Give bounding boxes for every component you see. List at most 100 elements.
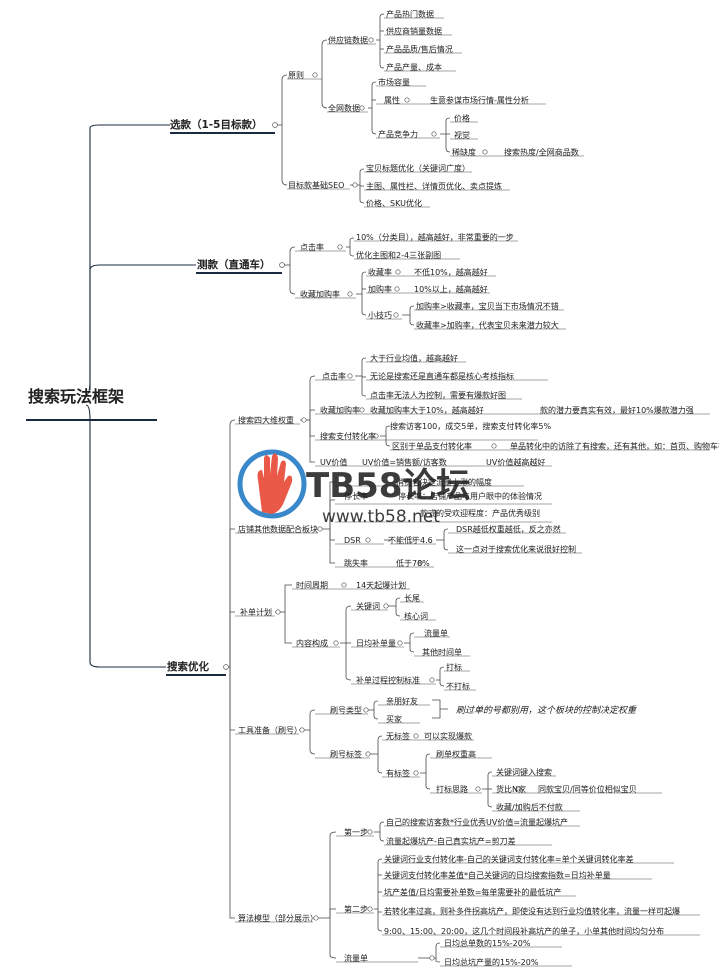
- hand-logo-icon: [257, 453, 293, 514]
- node-zhuanhua-sub: 区别于单品支付转化率: [392, 441, 472, 451]
- leaf-gongying-1: 供应商销量数据: [386, 26, 442, 36]
- node-yuanze: 原则: [288, 70, 304, 80]
- leaf-guocheng-1: 不打标: [446, 681, 470, 691]
- node-step2: 第二步: [344, 904, 368, 914]
- leaf-seo-0: 宝贝标题优化（关键词广度）: [366, 163, 470, 173]
- node-tingliu: 停长率: [344, 491, 368, 501]
- node-jiqiao: 小技巧: [368, 310, 392, 320]
- leaf-jiqiao-1: 收藏率>加购率，代表宝贝未来潜力较大: [416, 320, 559, 330]
- leaf-uv-extra: UV价值越高越好: [486, 457, 545, 467]
- node-gongying: 供应链数据: [328, 35, 368, 45]
- leaf-jiagou: 10%以上，越高越好: [414, 284, 488, 294]
- leaf-shoucang: 不低10%，越高越好: [414, 267, 488, 277]
- joint-circles: [223, 37, 521, 961]
- watermark-logo-text: TB58论坛: [306, 466, 470, 506]
- leaf-silu-extra: 同款宝贝/同等价位相似宝贝: [538, 784, 637, 794]
- node-sousuo: 搜索优化: [167, 660, 209, 673]
- node-youbiao: 有标签: [386, 768, 410, 778]
- leaf-sida-dianji-1: 无论是搜索还是直通车都是核心考核指标: [370, 371, 514, 381]
- node-guocheng: 补单过程控制标准: [356, 675, 420, 685]
- node-step1: 第一步: [344, 827, 368, 837]
- node-dsr: DSR: [344, 536, 361, 545]
- leaf-dsr-0: DSR越低权重越低，反之亦然: [456, 524, 561, 534]
- leaf-silu-0: 关键词键入搜索: [496, 767, 552, 777]
- leaf-rijun-0: 流量单: [424, 628, 448, 638]
- node-shijian: 时间周期: [296, 580, 328, 590]
- leaf-shijue: 视觉: [454, 130, 470, 140]
- leaf-step2-1: 关键词支付转化率差值*自己关键词的日均搜索指数=日均补单量: [384, 870, 611, 880]
- leaf-youbiao: 刷单权重高: [436, 749, 476, 759]
- note-text: 刷过单的号都别用，这个板块的控制决定权重: [456, 705, 637, 716]
- node-uv: UV价值: [320, 457, 347, 467]
- leaf-leixing-0: 亲朋好友: [386, 696, 418, 706]
- node-sida-dianji: 点击率: [322, 371, 346, 381]
- leaf-dsr: 不能低于4.6: [388, 535, 433, 545]
- node-suanfa: 算法模型（部分展示）: [238, 913, 318, 923]
- node-quefa: 稀缺度: [452, 147, 476, 157]
- leaf-sida-dianji-2: 点击率无法人为控制，需要有爆款好图: [370, 390, 506, 400]
- leaf-uv: UV价值=销售额/访客数: [362, 457, 447, 467]
- leaf-rijun-1: 其他时间单: [422, 647, 462, 657]
- node-jingzheng: 产品竞争力: [378, 129, 418, 139]
- leaf-shijian: 14天起爆计划: [356, 580, 406, 590]
- node-tiaoshi: 跳失率: [344, 558, 368, 568]
- leaf-liuliang-0: 日均总单数的15%-20%: [444, 938, 531, 948]
- leaf-wubiao: 可以实现爆款: [424, 731, 472, 741]
- leaf-sida-shoujia: 收藏加购率大于10%，越高越好: [370, 405, 484, 415]
- node-biaoqian: 刷号标签: [330, 749, 362, 759]
- leaf-gongying-0: 产品热门数据: [386, 9, 434, 19]
- leaf-mingxing: 款式的受欢迎程度：产品优秀级别: [420, 508, 540, 518]
- watermark: TB58论坛 www.tb58.net: [237, 449, 470, 527]
- node-shuxing: 属性: [384, 95, 400, 105]
- node-guanjianci: 关键词: [356, 601, 380, 611]
- leaf-liuliang-1: 日均总坑产量的15%-20%: [444, 957, 539, 967]
- item-underlines: [235, 17, 710, 967]
- leaf-silu-1: 货比N家: [496, 784, 526, 794]
- leaf-dianpu-0: 消费者决定流量上涨的幅度: [396, 477, 492, 487]
- leaf-shichang: 市场容量: [378, 77, 410, 87]
- leaf-jiage: 价格: [454, 113, 470, 123]
- leaf-gongying-3: 产品产量、成本: [386, 62, 442, 72]
- leaf-step1-0: 自己的搜索访客数*行业优秀UV价值=流量起爆坑产: [386, 817, 568, 827]
- node-wubiao: 无标签: [386, 731, 410, 741]
- leaf-tingliu: 停长率：店铺产品与用户眼中的体验情况: [398, 491, 542, 501]
- node-sida: 搜索四大维权重: [238, 415, 294, 425]
- leaf-silu-2: 收藏/加购后不付款: [496, 802, 563, 812]
- leaf-zhuanhua: 搜索访客100，成交5单，搜索支付转化率5%: [390, 421, 551, 431]
- leaf-seo-2: 价格、SKU优化: [366, 198, 422, 208]
- leaf-dsr-1: 这一点对于搜索优化来说很好控制: [456, 544, 576, 554]
- leaf-step2-3: 若转化率过高，则补多件拐高坑产，即使没有达到行业均值转化率，流量一样可起爆: [384, 906, 680, 916]
- node-shoucang: 收藏率: [368, 267, 392, 277]
- node-neirong: 内容构成: [296, 638, 328, 648]
- node-xuankuan: 选款（1-5目标款）: [170, 118, 262, 131]
- leaf-tiaoshi: 低于78%: [396, 558, 430, 568]
- node-gongju: 工具准备（刷号）: [238, 725, 302, 735]
- node-sida-shoujia: 收藏加购率: [320, 405, 360, 415]
- leaf-step2-2: 坑产差值/日均需要补单数=每单需要补的最低坑产: [384, 887, 561, 897]
- node-cekuan: 测款（直通车）: [197, 258, 271, 271]
- node-shoujia: 收藏加购率: [300, 289, 340, 299]
- leaf-sida-dianji-0: 大于行业均值，越高越好: [370, 353, 458, 363]
- leaf-quefa: 搜索热度/全网商品数: [504, 147, 579, 157]
- leaf-sida-shoujia-extra: 款的潜力要真实有效，最好10%爆款潜力强: [540, 405, 694, 415]
- leaf-guanjianci-1: 核心词: [404, 611, 428, 621]
- leaf-jiqiao-0: 加购率>收藏率，宝贝当下市场情况不错: [416, 301, 559, 311]
- leaf-guanjianci-0: 长尾: [404, 593, 420, 603]
- leaf-guocheng-0: 打标: [446, 662, 462, 672]
- main-underlines: [26, 132, 282, 676]
- leaf-step1-1: 流量起爆坑产-自己真实坑产=剪刀差: [386, 836, 516, 846]
- node-jiagou: 加购率: [368, 284, 392, 294]
- leaf-step2-4: 9:00、15:00、20:00，这几个时间段补高坑产的单子，小单其他时间均匀分…: [384, 926, 664, 936]
- leaf-gongying-2: 产品品质/售后情况: [386, 44, 453, 54]
- leaf-leixing-1: 买家: [386, 714, 402, 724]
- node-seo: 目标款基础SEO: [288, 180, 344, 190]
- leaf-zhuanhua-sub: 单品转化中的访除了有搜索，还有其他，如：首页、购物车等: [510, 441, 719, 451]
- node-zhuanhua: 搜索支付转化率: [320, 431, 376, 441]
- root-title: 搜索玩法框架: [28, 387, 124, 406]
- leaf-cekuan-dianji-1: 优化主图和2-4三张副图: [356, 250, 441, 260]
- watermark-url: www.tb58.net: [322, 507, 440, 527]
- leaf-cekuan-dianji-0: 10%（分类目），越高越好，非常重要的一步: [356, 232, 514, 242]
- node-liuliang: 流量单: [344, 953, 368, 963]
- node-cekuan-dianji: 点击率: [300, 242, 324, 252]
